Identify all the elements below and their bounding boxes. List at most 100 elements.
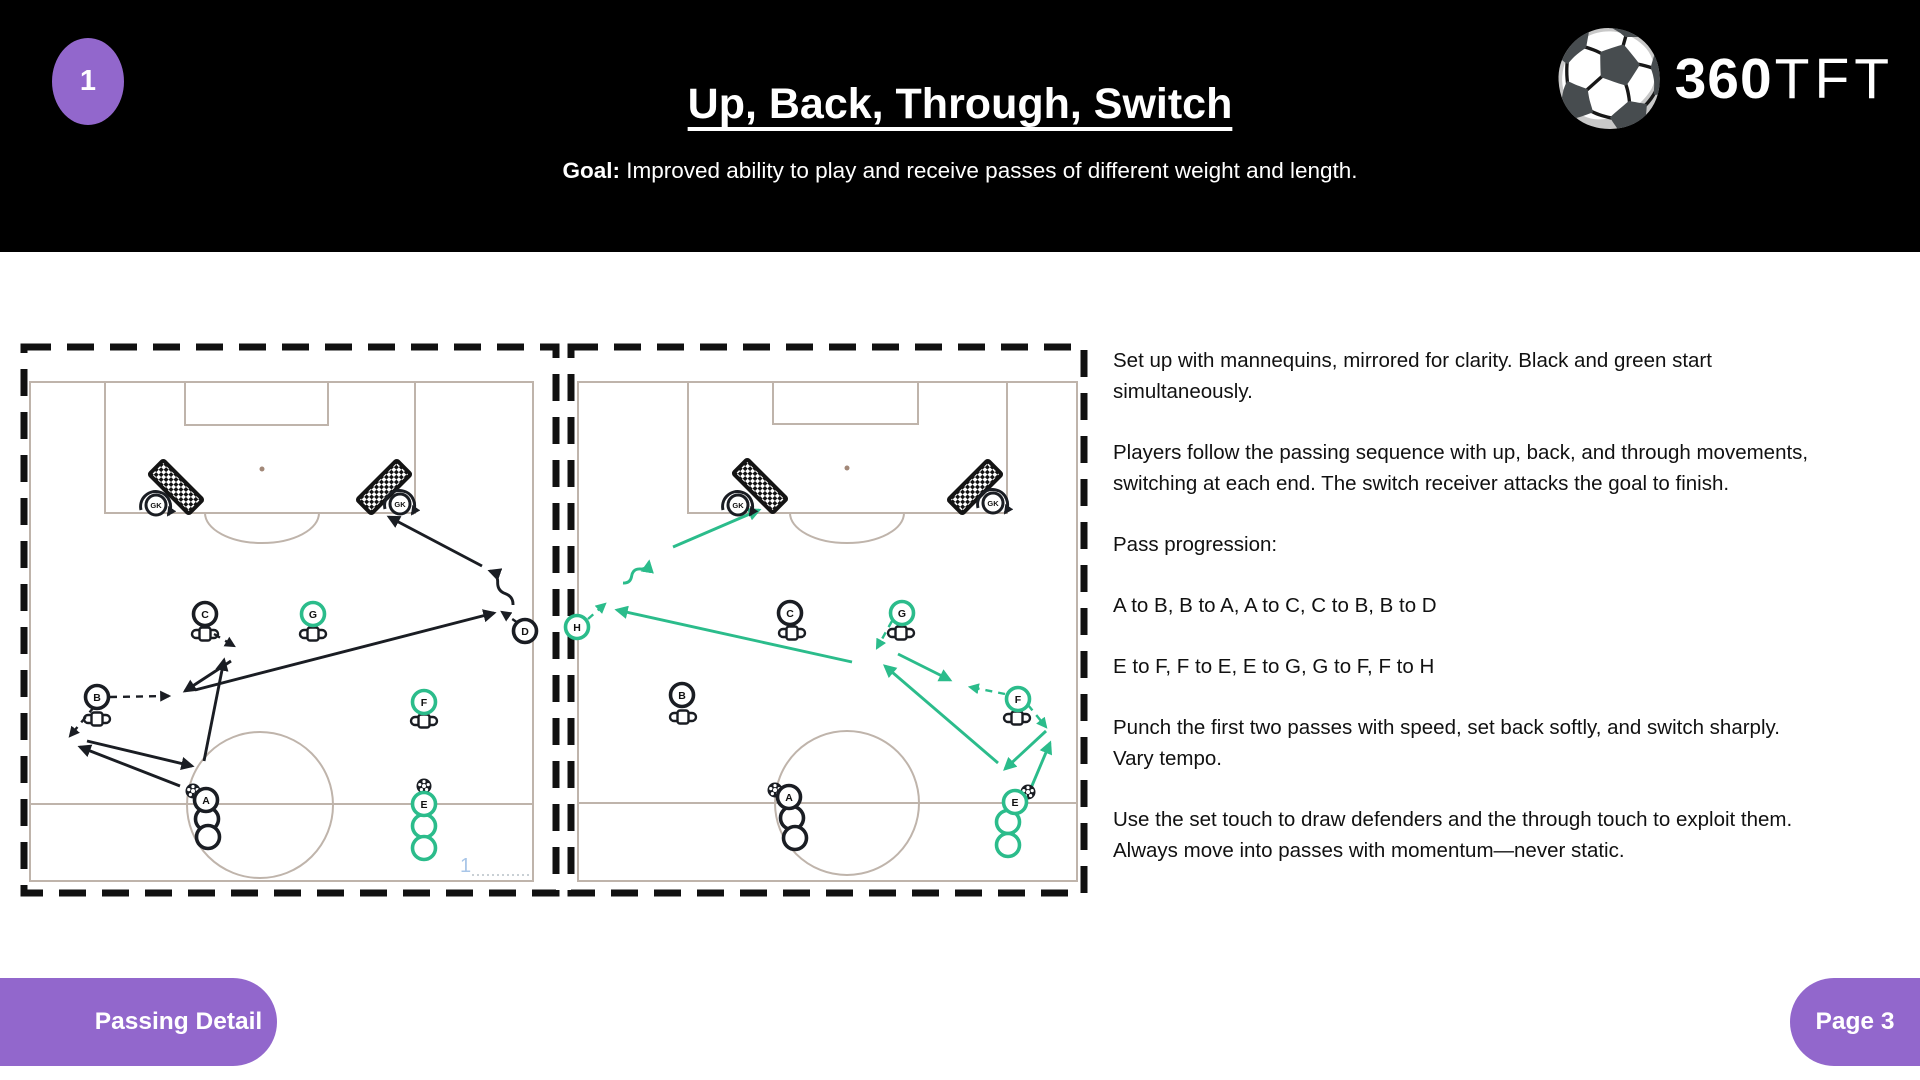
note-line: Pass progression: [1113,533,1278,556]
goal-label: Goal: [562,158,620,183]
svg-text:G: G [309,609,317,621]
mannequin-icon [668,709,698,725]
svg-text:H: H [573,622,581,634]
pass-arrow [182,659,232,693]
waiting-player [410,812,438,840]
dribble-arrow [487,568,515,606]
svg-text:F: F [1015,694,1022,706]
svg-text:B: B [678,690,686,702]
pitch-border [567,343,1088,897]
note-paragraph: A to B, B to A, A to C, C to B, B to D [1113,590,1913,621]
pass-arrow [386,515,483,568]
svg-text:C: C [786,608,794,620]
goalkeeper-marker: GK [721,490,759,517]
pass-arrow [1003,729,1047,771]
pass-arrow [202,657,229,762]
note-line: E to F, F to E, E to G, G to F, F to H [1113,655,1435,678]
movement-arrow [68,706,95,738]
note-paragraph: Use the set touch to draw defenders and … [1113,804,1913,866]
svg-text:GK: GK [987,499,999,508]
session-tag-pill: Passing Detail [0,978,277,1066]
waiting-player [994,831,1022,859]
brand-360: 360 [1674,47,1773,111]
note-line: Use the set touch to draw defenders and … [1113,808,1793,831]
pitch-border [20,343,560,897]
svg-text:B: B [93,692,101,704]
right-pitch: GK GK C G B F H A E [563,343,1088,897]
svg-text:G: G [898,608,906,620]
mannequin-icon [777,625,807,641]
player-B: B [668,681,696,709]
movement-arrow [1027,704,1048,729]
svg-text:GK: GK [394,500,406,509]
svg-text:C: C [201,609,209,621]
left-pitch: GK GK C G B F D A E 1 [20,343,560,897]
player-E: E [1001,788,1029,816]
pass-arrow [1029,740,1052,789]
note-line: Set up with mannequins, mirrored for cla… [1113,349,1712,372]
note-line: switching at each end. The switch receiv… [1113,472,1730,495]
svg-text:GK: GK [150,501,162,510]
page-number-pill: Page 3 [1790,978,1920,1066]
goal-text: Improved ability to play and receive pas… [626,158,1358,183]
player-F: F [410,688,438,716]
coaching-notes: Set up with mannequins, mirrored for cla… [1113,345,1913,896]
session-number-badge: 1 [52,38,124,125]
player-G: G [299,600,327,628]
movement-arrow [967,683,1006,696]
mannequin-icon [1002,710,1032,726]
player-A: A [192,786,220,814]
mannequin-icon [409,713,439,729]
player-F: F [1004,685,1032,713]
dribble-arrow [622,559,654,585]
soccer-ball-icon: ⚽ [1552,25,1667,132]
player-G: G [888,599,916,627]
note-paragraph: Pass progression: [1113,529,1913,560]
note-paragraph: Punch the first two passes with speed, s… [1113,712,1913,774]
player-C: C [191,600,219,628]
movement-arrow [213,632,236,648]
session-tag-label: Passing Detail [94,1008,263,1035]
svg-text:F: F [421,697,428,709]
mini-goal [147,458,205,516]
note-paragraph: Set up with mannequins, mirrored for cla… [1113,345,1913,407]
ball-icon [416,778,432,794]
note-line: A to B, B to A, A to C, C to B, B to D [1113,594,1437,617]
goalkeeper-marker: GK [976,488,1014,515]
pass-arrow [194,609,497,692]
svg-text:D: D [521,626,529,638]
movement-arrow [875,620,894,650]
movement-arrow [500,610,519,624]
watermark: 1 [460,855,471,877]
player-A: A [775,783,803,811]
movement-arrow [109,690,172,702]
note-line: Always move into passes with momentum—ne… [1113,839,1625,862]
movement-arrow [587,602,607,620]
goalkeeper-marker: GK [139,490,177,517]
mannequin-icon [886,625,916,641]
player-D: D [511,617,539,645]
mannequin-icon [82,711,112,727]
note-line: Punch the first two passes with speed, s… [1113,716,1780,739]
player-E: E [410,790,438,818]
goal-line: Goal: Improved ability to play and recei… [0,158,1920,184]
player-H: H [563,613,591,641]
mannequin-icon [298,626,328,642]
note-paragraph: Players follow the passing sequence with… [1113,437,1913,499]
pass-arrow [897,652,953,682]
pass-arrow [77,744,181,788]
player-C: C [776,599,804,627]
page-number-label: Page 3 [1815,1008,1895,1035]
note-paragraph: E to F, F to E, E to G, G to F, F to H [1113,651,1913,682]
note-line: simultaneously. [1113,380,1253,403]
waiting-player [410,834,438,862]
mannequin-icon [190,626,220,642]
svg-text:GK: GK [732,501,744,510]
mini-goal [731,457,789,515]
note-line: Vary tempo. [1113,747,1222,770]
header: 1 Up, Back, Through, Switch Goal: Improv… [0,0,1920,252]
page-title: Up, Back, Through, Switch [687,80,1233,128]
svg-text:E: E [1011,797,1018,809]
